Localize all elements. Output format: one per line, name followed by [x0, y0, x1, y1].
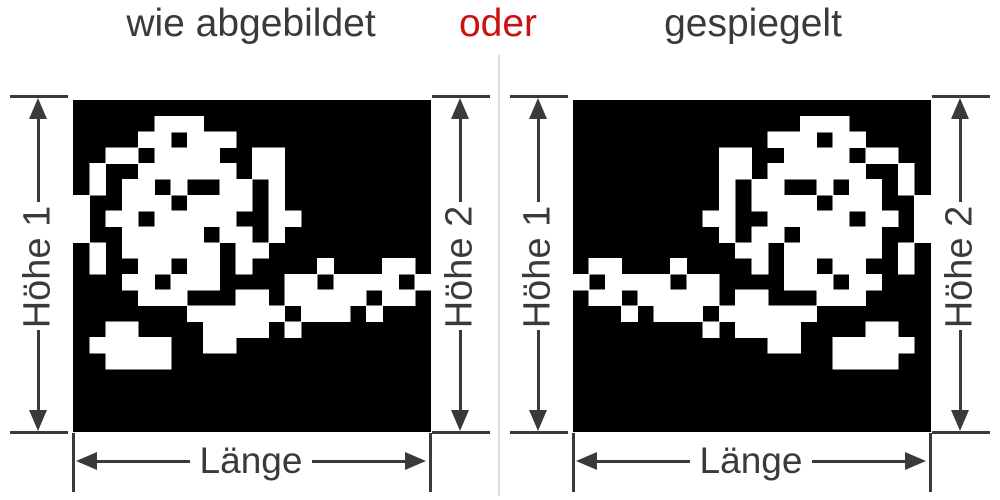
dimension-line	[580, 459, 690, 463]
arrow-down-icon	[529, 410, 547, 431]
dimension-line	[536, 117, 540, 202]
dimension-cap	[432, 431, 490, 434]
decal-preview-as-shown	[73, 100, 431, 432]
dimension-cap	[932, 95, 990, 98]
height2-label: Höhe 2	[438, 205, 481, 329]
dimension-line	[312, 459, 422, 463]
dimension-line	[458, 330, 462, 412]
arrow-down-icon	[451, 410, 469, 431]
dimension-line	[958, 117, 962, 202]
height1-label: Höhe 1	[16, 205, 59, 329]
dimension-line	[458, 117, 462, 202]
arrow-right-icon	[905, 452, 926, 470]
height2-dimension: Höhe 2	[422, 0, 502, 500]
length-label: Länge	[699, 440, 803, 481]
title-mirrored: gespiegelt	[664, 2, 842, 45]
dimension-cap	[932, 431, 990, 434]
dimension-line	[36, 117, 40, 202]
dimension-tick	[928, 433, 932, 492]
arrow-up-icon	[29, 98, 47, 119]
dimension-line	[36, 330, 40, 412]
arrow-down-icon	[29, 410, 47, 431]
dimension-line	[536, 330, 540, 412]
title-as-shown: wie abgebildet	[126, 2, 376, 45]
arrow-right-icon	[405, 452, 426, 470]
decal-preview-mirrored	[573, 100, 931, 432]
decal-artwork	[73, 115, 431, 370]
height2-label: Höhe 2	[938, 205, 981, 329]
arrow-up-icon	[951, 98, 969, 119]
dimension-cap	[510, 95, 568, 98]
panel-as-shown: Höhe 1 Höhe 2 Länge	[0, 0, 502, 500]
dimension-cap	[432, 95, 490, 98]
decal-artwork-mirrored	[573, 115, 931, 370]
height1-dimension: Höhe 1	[500, 0, 580, 500]
panel-mirrored: Höhe 1 Höhe 2 Länge	[500, 0, 1000, 500]
dimension-cap	[10, 431, 68, 434]
arrow-up-icon	[529, 98, 547, 119]
dimension-line	[958, 330, 962, 412]
dimension-line	[812, 459, 922, 463]
dimension-tick	[571, 433, 575, 492]
dimension-tick	[71, 433, 75, 492]
length-dimension: Länge	[500, 430, 1000, 500]
height1-dimension: Höhe 1	[0, 0, 80, 500]
vertical-divider	[498, 55, 500, 496]
height1-label: Höhe 1	[516, 205, 559, 329]
arrow-up-icon	[451, 98, 469, 119]
dimension-cap	[10, 95, 68, 98]
height2-dimension: Höhe 2	[922, 0, 1000, 500]
length-dimension: Länge	[0, 430, 500, 500]
arrow-down-icon	[951, 410, 969, 431]
dimension-tick	[428, 433, 432, 492]
dimension-line	[80, 459, 190, 463]
title-or: oder	[458, 2, 538, 45]
dimension-cap	[510, 431, 568, 434]
length-label: Länge	[199, 440, 303, 481]
